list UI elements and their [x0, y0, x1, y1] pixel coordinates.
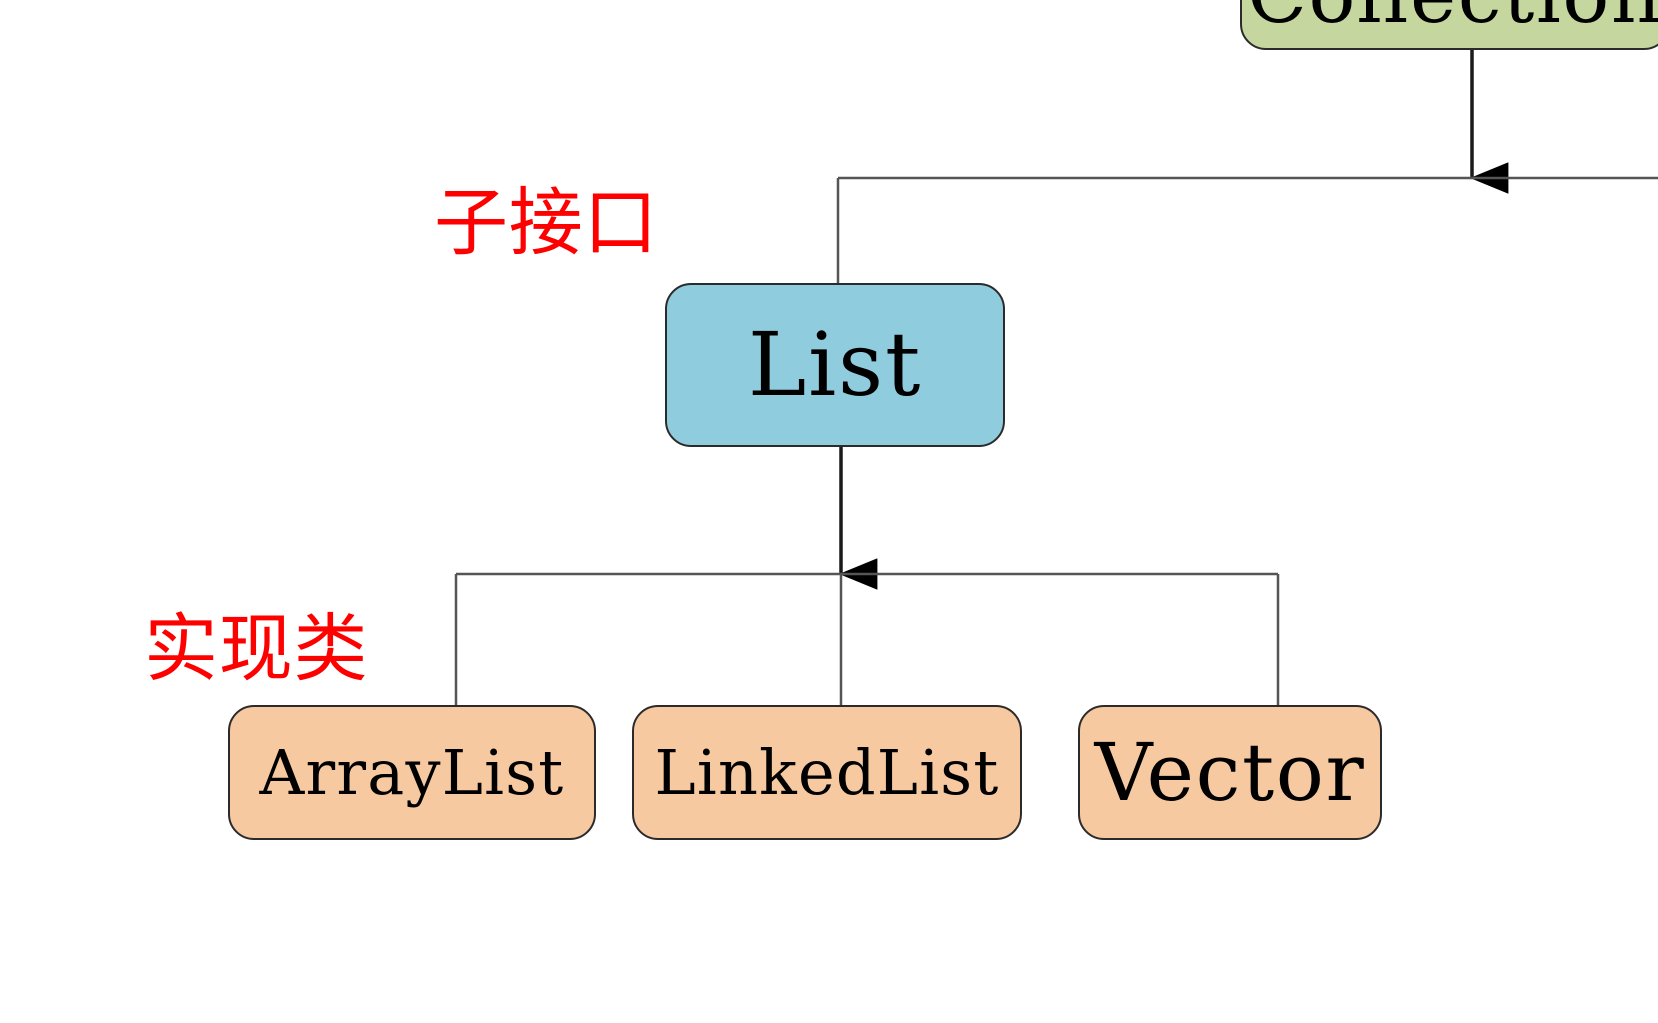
node-linkedlist[interactable]: LinkedList	[632, 705, 1022, 840]
node-vector-label: Vector	[1094, 725, 1366, 819]
annotation-implementation-classes: 实现类	[144, 606, 369, 692]
annotation-sub-interface: 子接口	[434, 180, 659, 266]
node-arraylist-label: ArrayList	[259, 735, 565, 809]
node-arraylist[interactable]: ArrayList	[228, 705, 596, 840]
node-collection[interactable]: Collection	[1240, 0, 1658, 50]
node-collection-label: Collection	[1247, 0, 1658, 35]
node-vector[interactable]: Vector	[1078, 705, 1382, 840]
node-linkedlist-label: LinkedList	[654, 735, 1000, 809]
node-list-label: List	[747, 313, 923, 416]
node-list[interactable]: List	[665, 283, 1005, 447]
